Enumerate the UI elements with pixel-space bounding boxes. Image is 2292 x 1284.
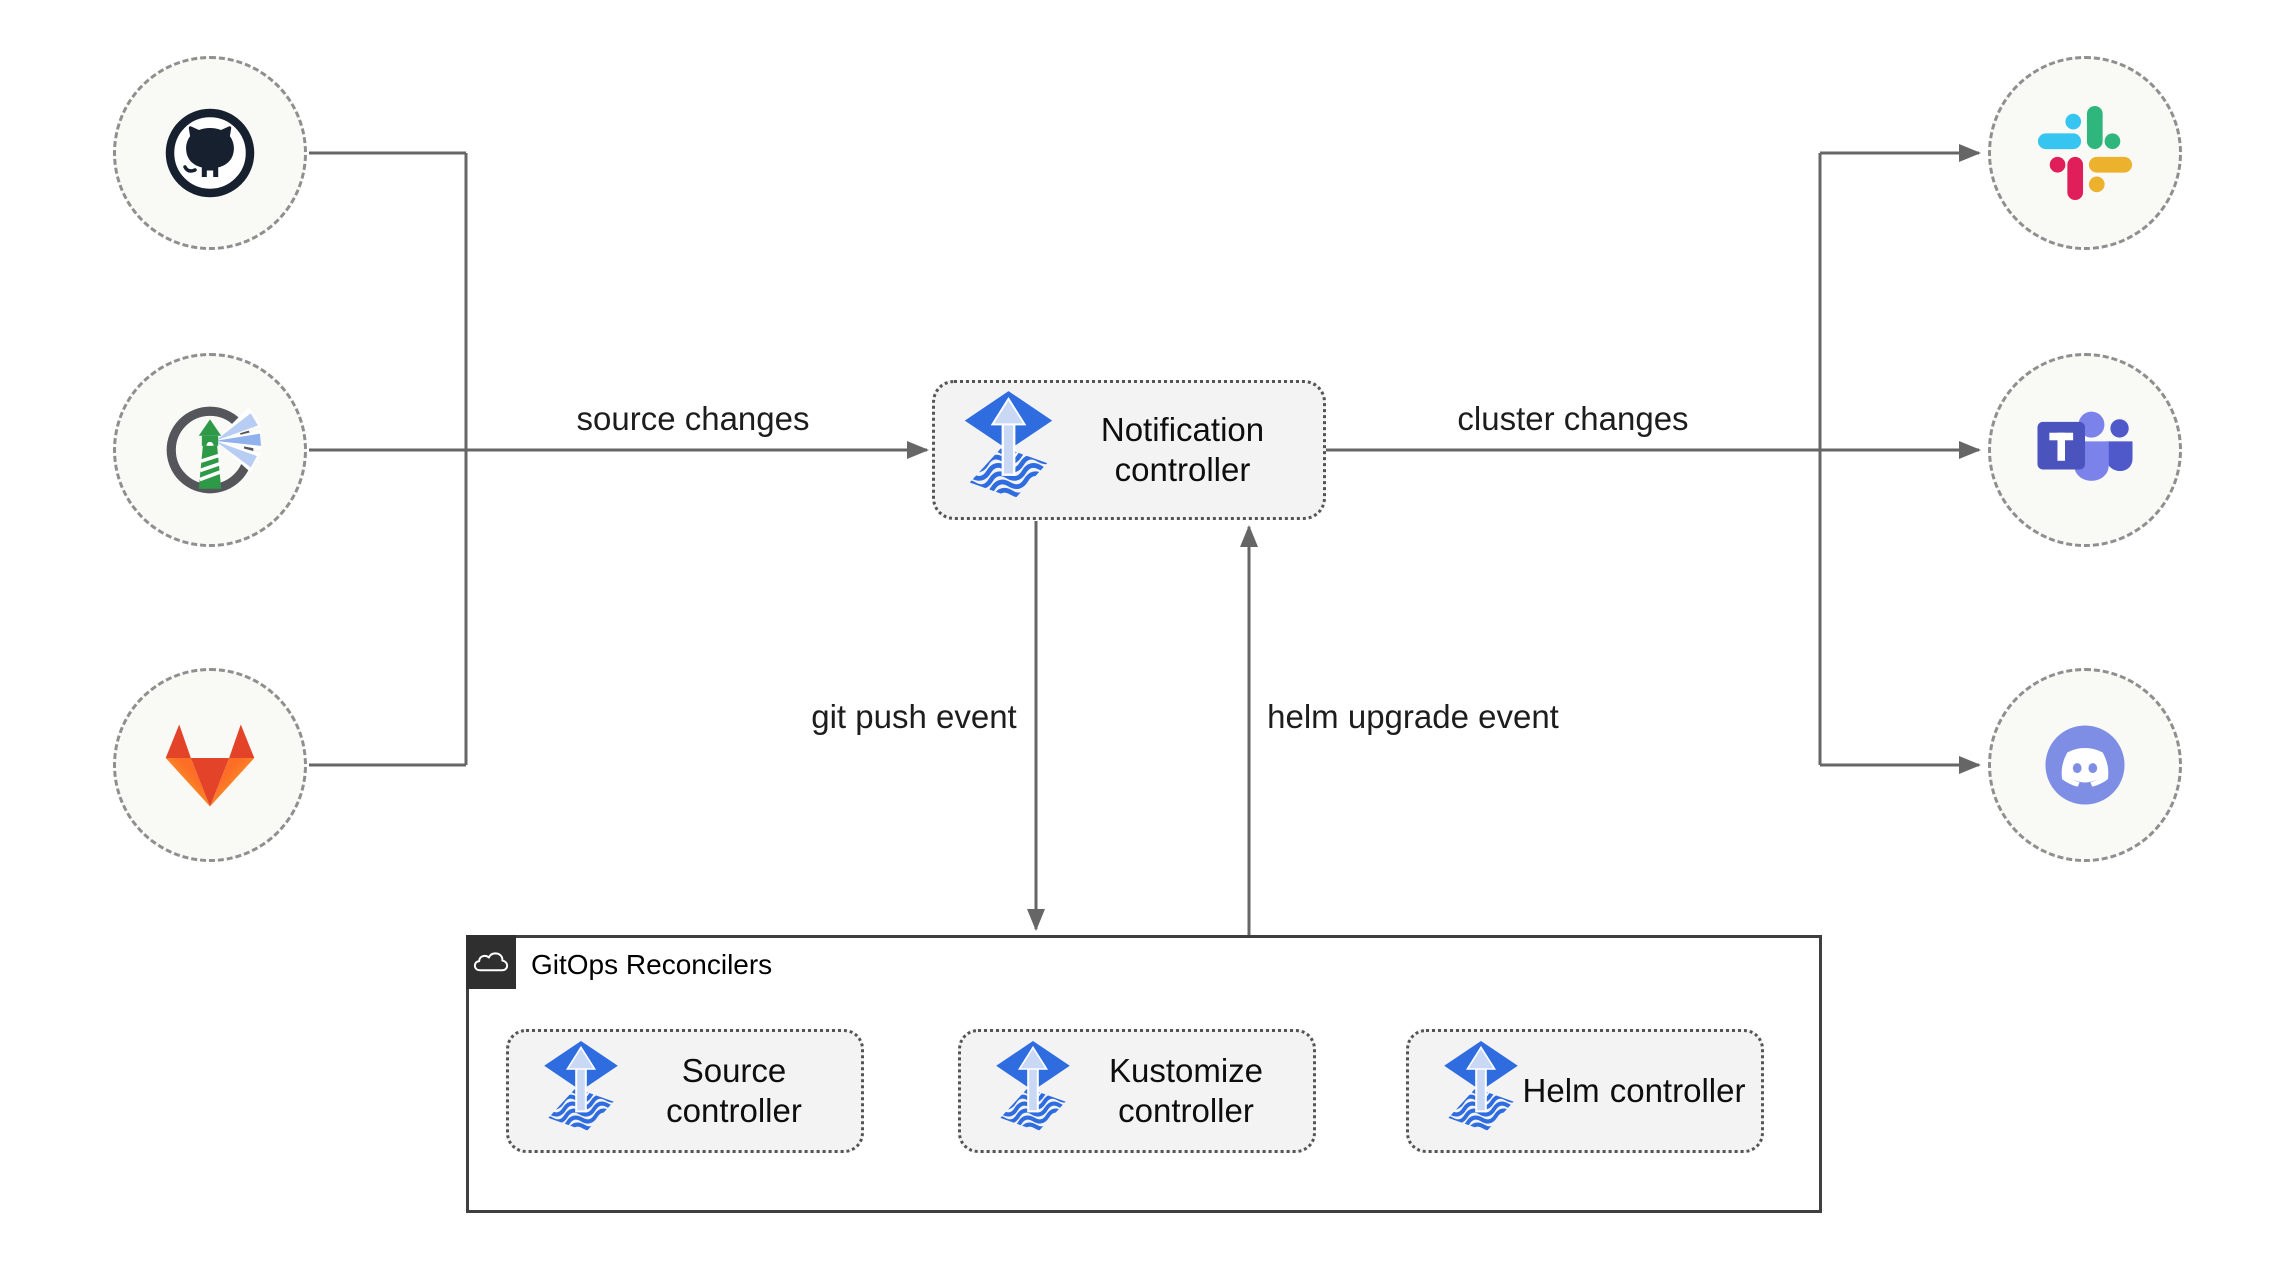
slack-icon <box>2036 104 2134 202</box>
edge-label-source-changes: source changes <box>576 400 810 437</box>
group-badge <box>466 935 516 989</box>
node-harbor <box>113 353 307 547</box>
node-notification-controller: Notification controller <box>932 380 1326 520</box>
node-github <box>113 56 307 250</box>
group-title: GitOps Reconcilers <box>531 949 773 980</box>
node-helm-controller: Helm controller <box>1406 1029 1764 1153</box>
node-source-controller: Source controller <box>506 1029 864 1153</box>
flux-icon <box>1441 1041 1521 1141</box>
flux-icon <box>541 1041 621 1141</box>
group-gitops-reconcilers: GitOps Reconcilers Source controller Kus… <box>466 935 1822 1213</box>
node-slack <box>1988 56 2182 250</box>
kustomize-controller-label: Kustomize controller <box>1108 1051 1264 1129</box>
flux-icon <box>993 1041 1073 1141</box>
discord-icon <box>2033 713 2137 817</box>
node-gitlab <box>113 668 307 862</box>
cloud-icon <box>473 949 509 975</box>
helm-controller-label: Helm controller <box>1522 1071 1746 1109</box>
edge-label-helm-upgrade-event: helm upgrade event <box>1267 698 1559 735</box>
node-kustomize-controller: Kustomize controller <box>958 1029 1316 1153</box>
edge-label-git-push-event: git push event <box>811 698 1017 735</box>
ms-teams-icon <box>2031 396 2139 504</box>
node-ms-teams <box>1988 353 2182 547</box>
source-controller-label: Source controller <box>666 1051 802 1129</box>
harbor-icon <box>159 399 261 501</box>
flux-icon <box>961 391 1056 510</box>
gitlab-icon <box>154 717 266 814</box>
node-discord <box>1988 668 2182 862</box>
notification-controller-label: Notification controller <box>1100 410 1265 488</box>
edge-label-cluster-changes: cluster changes <box>1457 400 1689 437</box>
github-icon <box>160 103 260 203</box>
